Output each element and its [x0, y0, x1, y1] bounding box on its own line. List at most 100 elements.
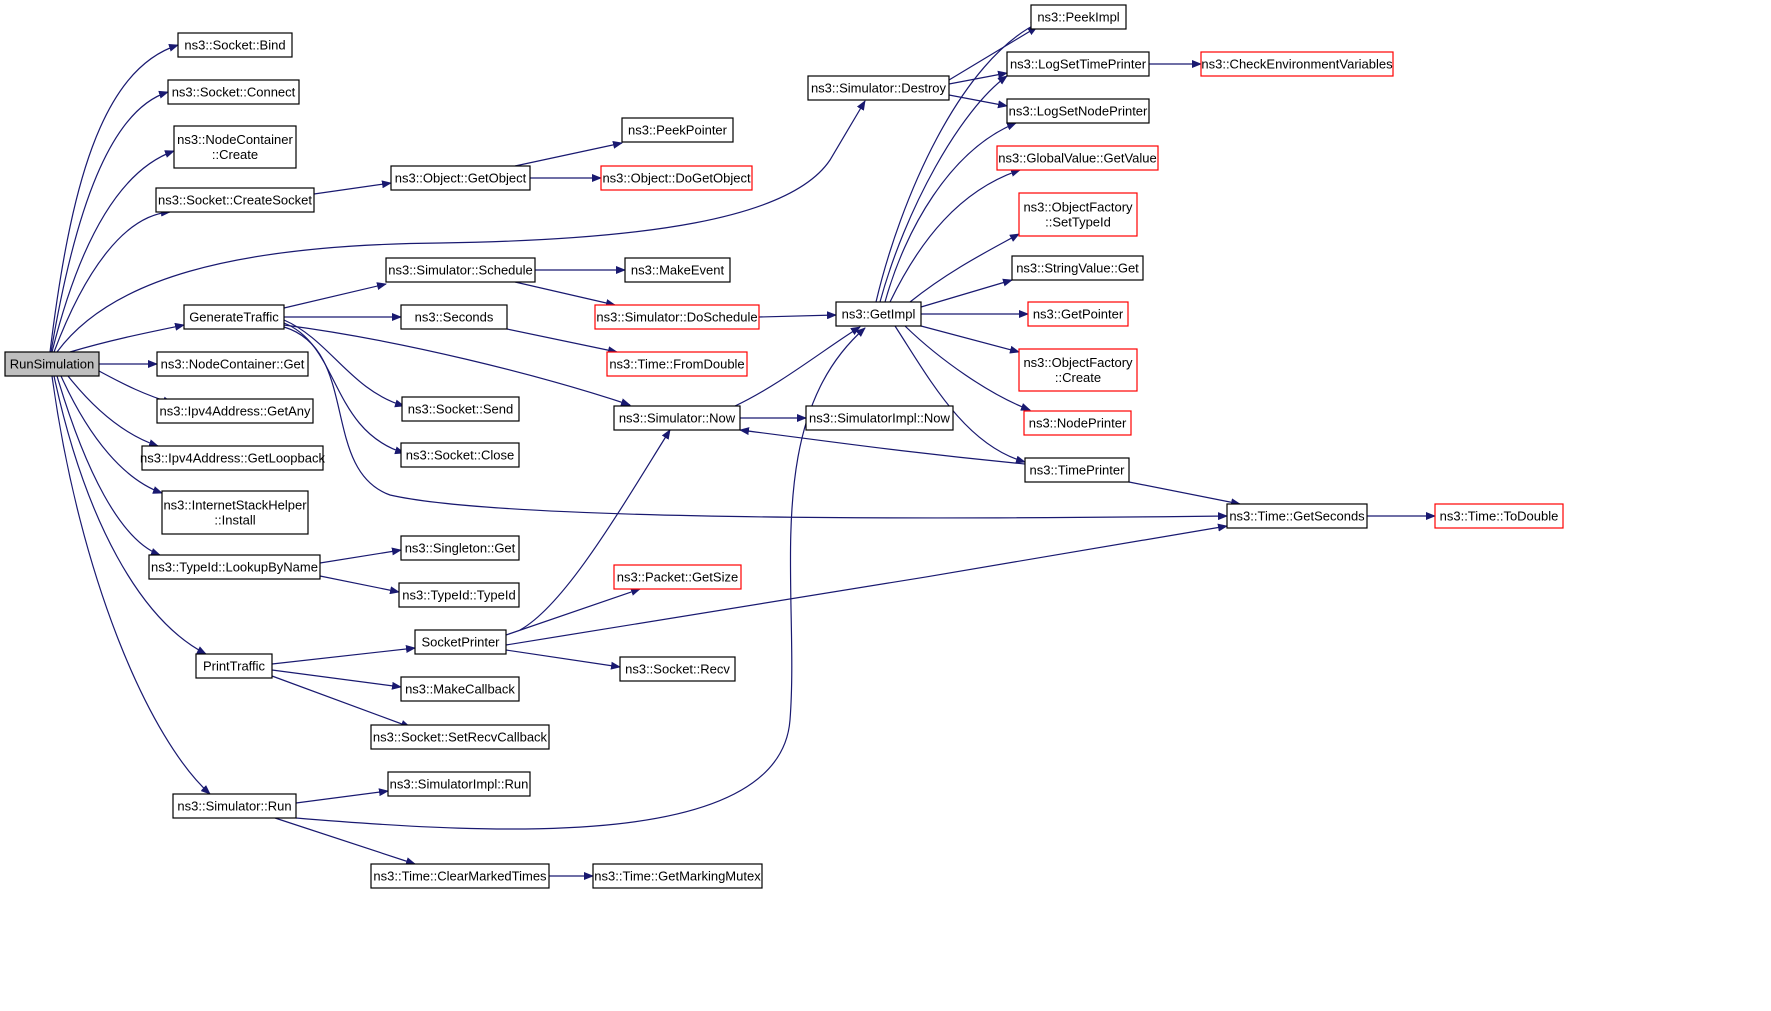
node-simulator-schedule[interactable]: ns3::Simulator::Schedule: [385, 257, 536, 283]
edge-socket-printer-to-socket-recv: [505, 649, 621, 670]
node-node-printer[interactable]: ns3::NodePrinter: [1023, 410, 1132, 436]
edge-socket-printer-to-packet-getsize: [505, 588, 641, 636]
node-ipv4-getloopback[interactable]: ns3::Ipv4Address::GetLoopback: [140, 445, 326, 471]
node-check-env-vars[interactable]: ns3::CheckEnvironmentVariables: [1200, 51, 1394, 77]
node-box: [805, 405, 954, 431]
node-make-callback[interactable]: ns3::MakeCallback: [400, 676, 520, 702]
node-peek-pointer[interactable]: ns3::PeekPointer: [621, 117, 734, 143]
node-time-getmarkingmutex[interactable]: ns3::Time::GetMarkingMutex: [592, 863, 763, 889]
node-objectfactory-create[interactable]: ns3::ObjectFactory::Create: [1018, 348, 1138, 392]
node-typeid-lookupbyname[interactable]: ns3::TypeId::LookupByName: [148, 554, 321, 580]
edge-seconds-to-time-fromdouble: [506, 328, 618, 355]
node-box: [177, 32, 293, 58]
node-box: [613, 564, 742, 590]
node-run-simulation[interactable]: RunSimulation: [4, 351, 100, 377]
node-socket-printer[interactable]: SocketPrinter: [414, 629, 507, 655]
node-label: ns3::NodeContainer::Get: [161, 357, 305, 372]
node-socket-createsocket[interactable]: ns3::Socket::CreateSocket: [155, 187, 315, 213]
node-simulatorimpl-now[interactable]: ns3::SimulatorImpl::Now: [805, 405, 954, 431]
node-log-settimeprinter[interactable]: ns3::LogSetTimePrinter: [1006, 51, 1150, 77]
edge-socket-createsocket-to-object-getobject: [313, 180, 392, 195]
edge-path: [271, 669, 402, 690]
node-time-printer[interactable]: ns3::TimePrinter: [1024, 457, 1130, 483]
node-label: ns3::NodePrinter: [1029, 416, 1127, 431]
edge-path: [67, 375, 159, 447]
node-label: SocketPrinter: [421, 635, 500, 650]
node-label: ns3::Ipv4Address::GetAny: [159, 404, 311, 419]
node-object-getobject[interactable]: ns3::Object::GetObject: [390, 165, 531, 191]
node-box: [606, 351, 748, 377]
edge-time-printer-to-time-getseconds: [1128, 481, 1241, 507]
node-box: [400, 535, 520, 561]
node-label: ns3::GetImpl: [842, 307, 916, 322]
node-time-fromdouble[interactable]: ns3::Time::FromDouble: [606, 351, 748, 377]
node-get-impl[interactable]: ns3::GetImpl: [835, 301, 922, 327]
node-generate-traffic[interactable]: GenerateTraffic: [183, 304, 285, 330]
node-box: [1006, 98, 1150, 124]
node-label: ns3::Time::ToDouble: [1440, 509, 1559, 524]
node-get-pointer[interactable]: ns3::GetPointer: [1027, 301, 1129, 327]
node-box: [1018, 192, 1138, 237]
node-box: [624, 257, 731, 283]
node-box: [400, 676, 520, 702]
node-time-getseconds[interactable]: ns3::Time::GetSeconds: [1226, 503, 1368, 529]
edge-run-simulation-to-typeid-lookupbyname: [56, 375, 161, 556]
node-box: [195, 653, 273, 679]
node-nodecontainer-create[interactable]: ns3::NodeContainer::Create: [173, 125, 297, 169]
node-simulator-destroy[interactable]: ns3::Simulator::Destroy: [807, 75, 950, 101]
node-log-setnodeprinter[interactable]: ns3::LogSetNodePrinter: [1006, 98, 1150, 124]
node-box: [148, 554, 321, 580]
node-make-event[interactable]: ns3::MakeEvent: [624, 257, 731, 283]
edge-run-simulation-to-simulator-destroy: [56, 100, 866, 353]
edge-path: [894, 325, 1026, 464]
node-objectfactory-settypeid[interactable]: ns3::ObjectFactory::SetTypeId: [1018, 192, 1138, 237]
edge-print-traffic-to-make-callback: [271, 669, 402, 690]
edge-simulator-run-to-simulatorimpl-run: [295, 788, 389, 804]
node-ipv4-getany[interactable]: ns3::Ipv4Address::GetAny: [156, 398, 314, 424]
edge-run-simulation-to-nodecontainer-create: [51, 150, 175, 353]
node-box: [400, 304, 508, 330]
edge-path: [51, 375, 211, 795]
node-box: [592, 863, 763, 889]
node-print-traffic[interactable]: PrintTraffic: [195, 653, 273, 679]
node-label: ns3::Simulator::Run: [177, 799, 291, 814]
node-seconds[interactable]: ns3::Seconds: [400, 304, 508, 330]
node-object-dogetobject[interactable]: ns3::Object::DoGetObject: [600, 165, 753, 191]
node-simulatorimpl-run[interactable]: ns3::SimulatorImpl::Run: [387, 771, 531, 797]
node-packet-getsize[interactable]: ns3::Packet::GetSize: [613, 564, 742, 590]
edge-simulator-schedule-to-simulator-doschedule: [514, 281, 616, 307]
node-label: ns3::Socket::Recv: [625, 662, 730, 677]
edge-path: [506, 328, 618, 355]
node-socket-recv[interactable]: ns3::Socket::Recv: [619, 656, 736, 682]
node-socket-send[interactable]: ns3::Socket::Send: [401, 396, 520, 422]
edge-path: [283, 322, 405, 455]
edge-path: [514, 281, 616, 307]
node-internetstack-install[interactable]: ns3::InternetStackHelper::Install: [161, 490, 309, 535]
node-nodecontainer-get[interactable]: ns3::NodeContainer::Get: [156, 351, 309, 377]
node-label: ns3::Singleton::Get: [405, 541, 516, 556]
node-label: ns3::InternetStackHelper: [163, 498, 307, 513]
node-time-clearmarkedtimes[interactable]: ns3::Time::ClearMarkedTimes: [370, 863, 550, 889]
node-socket-connect[interactable]: ns3::Socket::Connect: [167, 79, 300, 105]
node-socket-bind[interactable]: ns3::Socket::Bind: [177, 32, 293, 58]
node-simulator-doschedule[interactable]: ns3::Simulator::DoSchedule: [594, 304, 760, 330]
node-box: [1030, 4, 1127, 30]
edge-simulator-run-to-get-impl: [295, 327, 866, 830]
edge-generate-traffic-to-simulator-schedule: [283, 282, 387, 309]
node-label: ns3::Socket::CreateSocket: [158, 193, 312, 208]
node-singleton-get[interactable]: ns3::Singleton::Get: [400, 535, 520, 561]
edge-path: [295, 327, 866, 830]
node-time-todouble[interactable]: ns3::Time::ToDouble: [1434, 503, 1564, 529]
node-stringvalue-get[interactable]: ns3::StringValue::Get: [1011, 255, 1144, 281]
node-peek-impl[interactable]: ns3::PeekImpl: [1030, 4, 1127, 30]
node-socket-setrecvcallback[interactable]: ns3::Socket::SetRecvCallback: [370, 724, 550, 750]
node-socket-close[interactable]: ns3::Socket::Close: [400, 442, 520, 468]
edge-path: [283, 326, 1228, 521]
node-box: [161, 490, 309, 535]
node-globalvalue-getvalue[interactable]: ns3::GlobalValue::GetValue: [996, 145, 1159, 171]
node-simulator-run[interactable]: ns3::Simulator::Run: [172, 793, 297, 819]
node-simulator-now[interactable]: ns3::Simulator::Now: [613, 405, 741, 431]
node-typeid-typeid[interactable]: ns3::TypeId::TypeId: [398, 582, 520, 608]
node-box: [183, 304, 285, 330]
edge-print-traffic-to-socket-printer: [271, 645, 416, 665]
